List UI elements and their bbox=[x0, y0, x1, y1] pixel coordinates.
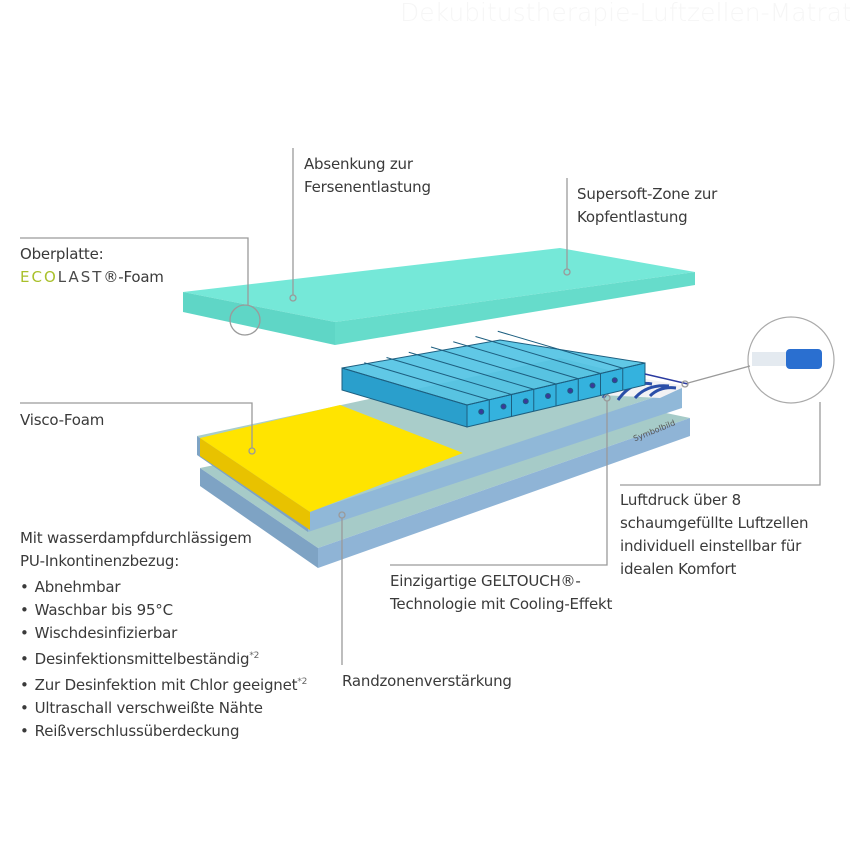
air-cell-valve-dot bbox=[611, 377, 618, 384]
leader-lines bbox=[20, 148, 821, 665]
air-cells bbox=[341, 330, 689, 428]
air-cell-divider bbox=[475, 336, 601, 374]
list-item: Wischdesinfizierbar bbox=[20, 622, 307, 645]
air-cell-valve-dot bbox=[545, 393, 551, 399]
ecolast-top-plate bbox=[183, 248, 695, 345]
edge-reinforcement-label: Randzonenverstärkung bbox=[342, 672, 512, 690]
list-item: Desinfektionsmittelbeständig*2 bbox=[20, 645, 307, 671]
list-item: Reißverschlussüberdeckung bbox=[20, 720, 307, 743]
air-cell-divider bbox=[386, 357, 512, 395]
air-cell-divider bbox=[408, 351, 534, 390]
geltouch-label: Einzigartige GELTOUCH®-Technologie mit C… bbox=[390, 572, 613, 613]
air-cell-valve-dot bbox=[567, 387, 574, 394]
list-item: Abnehmbar bbox=[20, 576, 307, 599]
top-plate-label: Oberplatte: ECOLAST®-Foam bbox=[20, 243, 164, 289]
air-cell-divider bbox=[364, 362, 490, 401]
list-item: Zur Desinfektion mit Chlor geeignet*2 bbox=[20, 671, 308, 697]
cover-description: Mit wasserdampfdurchlässigem PU-Inkontin… bbox=[20, 527, 307, 743]
air-cell-divider bbox=[453, 341, 579, 380]
air-cell-valve-dot bbox=[589, 382, 596, 389]
air-cell-valve-dot bbox=[522, 398, 529, 405]
list-item: Ultraschall verschweißte Nähte bbox=[20, 697, 307, 720]
ecolast-brand: ECOLAST®-Foam bbox=[20, 268, 164, 286]
air-cell-valve-dot bbox=[478, 408, 485, 415]
list-item: Waschbar bis 95°C bbox=[20, 599, 307, 622]
faint-title: Dekubitustherapie-Luftzellen-Matratze bbox=[400, 0, 850, 27]
cover-feature-list: Abnehmbar Waschbar bis 95°C Wischdesinfi… bbox=[20, 576, 308, 743]
visco-foam-zone bbox=[200, 405, 463, 512]
visco-foam-label: Visco-Foam bbox=[20, 411, 105, 429]
air-cell-valve-dot bbox=[500, 403, 507, 410]
valve-detail bbox=[747, 316, 835, 404]
air-cell-divider bbox=[430, 346, 557, 385]
